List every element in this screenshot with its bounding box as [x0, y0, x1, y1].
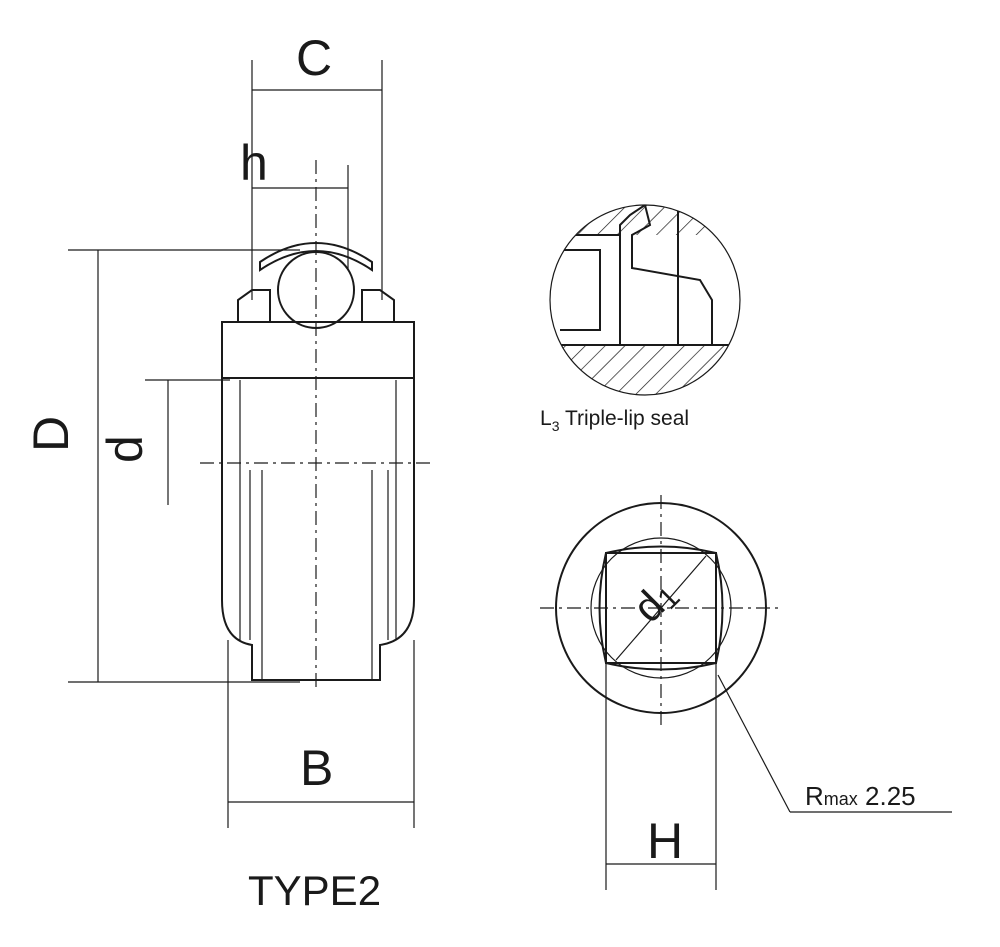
type-label: TYPE2	[248, 867, 381, 914]
inner-ring-body	[221, 378, 415, 681]
main-bearing-view	[68, 60, 435, 828]
label-d: d	[97, 435, 153, 463]
label-H: H	[647, 813, 683, 869]
seal-detail-circle	[549, 204, 741, 396]
outer-ring-section	[221, 321, 415, 379]
seal-caption: L3 Triple-lip seal	[540, 407, 689, 434]
label-d1: d1	[624, 570, 687, 633]
label-C: C	[296, 30, 332, 86]
seal-right	[361, 289, 395, 322]
label-h: h	[240, 135, 268, 191]
inner-ring-top	[259, 242, 373, 272]
seal-left	[237, 289, 271, 322]
seal-detail-view	[549, 204, 741, 396]
label-rmax: Rmax 2.25	[805, 781, 916, 811]
label-D: D	[23, 416, 79, 452]
label-B: B	[300, 740, 333, 796]
bore-view	[540, 495, 952, 890]
